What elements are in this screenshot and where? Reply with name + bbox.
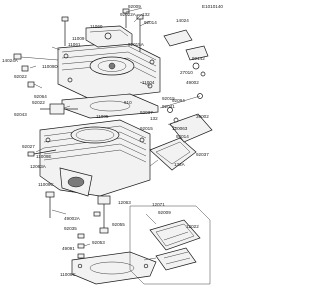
part-label-14024a: 14024A: [2, 58, 19, 63]
cylinder-head[interactable]: [57, 41, 161, 101]
part-label-12063: 12063: [118, 200, 131, 205]
part-label-11009: 11009: [72, 36, 85, 41]
part-label-92015-mid: 92015: [140, 126, 153, 131]
part-label-11009-bottom: 11009C: [60, 272, 76, 277]
reed-valve-petals[interactable]: [155, 247, 197, 271]
part-label-49091: 49091: [62, 246, 75, 251]
part-label-92015a: 92015A: [128, 42, 145, 47]
cylinder-studs-left[interactable]: [27, 149, 57, 157]
cylinder-block[interactable]: [39, 119, 151, 197]
part-label-11009c: 11009C: [38, 182, 54, 187]
leader-lines: [29, 7, 177, 261]
part-label-12063a: 12063A: [30, 164, 47, 169]
part-label-12071: 12071: [152, 202, 165, 207]
reed-valve-assembly[interactable]: [149, 113, 213, 171]
part-label-610: 610: [124, 100, 132, 105]
part-label-92022-b: 92022: [32, 100, 45, 105]
part-label-11061: 11061: [68, 42, 81, 47]
power-valve-fitting[interactable]: [40, 103, 78, 115]
part-label-132-mid: 132: [150, 116, 158, 121]
part-label-92035: 92035: [64, 226, 77, 231]
part-label-92094: 92094: [172, 98, 185, 103]
left-fittings[interactable]: [13, 53, 59, 88]
part-label-132a: 132A: [174, 162, 186, 167]
part-label-120063: 120063: [172, 126, 188, 131]
exhaust-valve-linkage[interactable]: [45, 191, 111, 234]
part-label-92009-top: 92009: [128, 4, 141, 9]
part-labels: 92009 132 92022A 92014 11060 14024 11061…: [2, 4, 209, 277]
reed-valve-inset: [129, 205, 211, 285]
part-label-49002a: 49002A: [64, 216, 81, 221]
parts-diagram-page: E1010140: [2, 4, 224, 285]
part-label-11004: 11004: [142, 80, 155, 85]
part-label-92014: 92014: [176, 134, 189, 139]
base-gasket[interactable]: [71, 251, 157, 285]
part-label-39002: 39002: [196, 114, 209, 119]
part-label-14024: 14024: [176, 18, 189, 23]
part-label-11005: 11005: [96, 114, 109, 119]
part-label-49002: 49002: [186, 80, 199, 85]
reed-valve-plate[interactable]: [149, 219, 201, 251]
part-label-11009e: 11009E: [36, 154, 52, 159]
diagram-id: E1010140: [202, 4, 223, 9]
part-label-92022: 92022: [14, 74, 27, 79]
part-label-92053: 92053: [92, 240, 105, 245]
part-label-92043: 92043: [14, 112, 27, 117]
part-label-92014-top: 92014: [144, 20, 157, 25]
exploded-parts-diagram: E1010140: [2, 4, 223, 285]
part-label-92064-left: 92064: [34, 94, 47, 99]
part-label-92027: 92027: [22, 144, 35, 149]
head-cap[interactable]: [85, 25, 133, 48]
part-label-12022: 12022: [186, 224, 199, 229]
part-label-92041: 92041: [162, 104, 175, 109]
lower-left-fasteners[interactable]: [77, 233, 85, 259]
part-label-92022a: 92022A: [120, 12, 137, 17]
part-label-92055: 92055: [112, 222, 125, 227]
part-label-27010: 27010: [180, 70, 193, 75]
part-label-132: 132: [142, 12, 150, 17]
part-label-11009d: 11009D: [42, 64, 58, 69]
head-bolts[interactable]: [61, 8, 144, 52]
part-label-92015: 92015: [162, 96, 175, 101]
part-label-92037-a: 92037: [140, 110, 153, 115]
part-label-92142: 92142: [192, 56, 205, 61]
part-label-11060: 11060: [90, 24, 103, 29]
right-fittings[interactable]: [159, 93, 203, 123]
part-label-92037-b: 92037: [196, 152, 209, 157]
part-label-92009: 92009: [158, 210, 171, 215]
coolant-pipe[interactable]: [163, 29, 209, 77]
